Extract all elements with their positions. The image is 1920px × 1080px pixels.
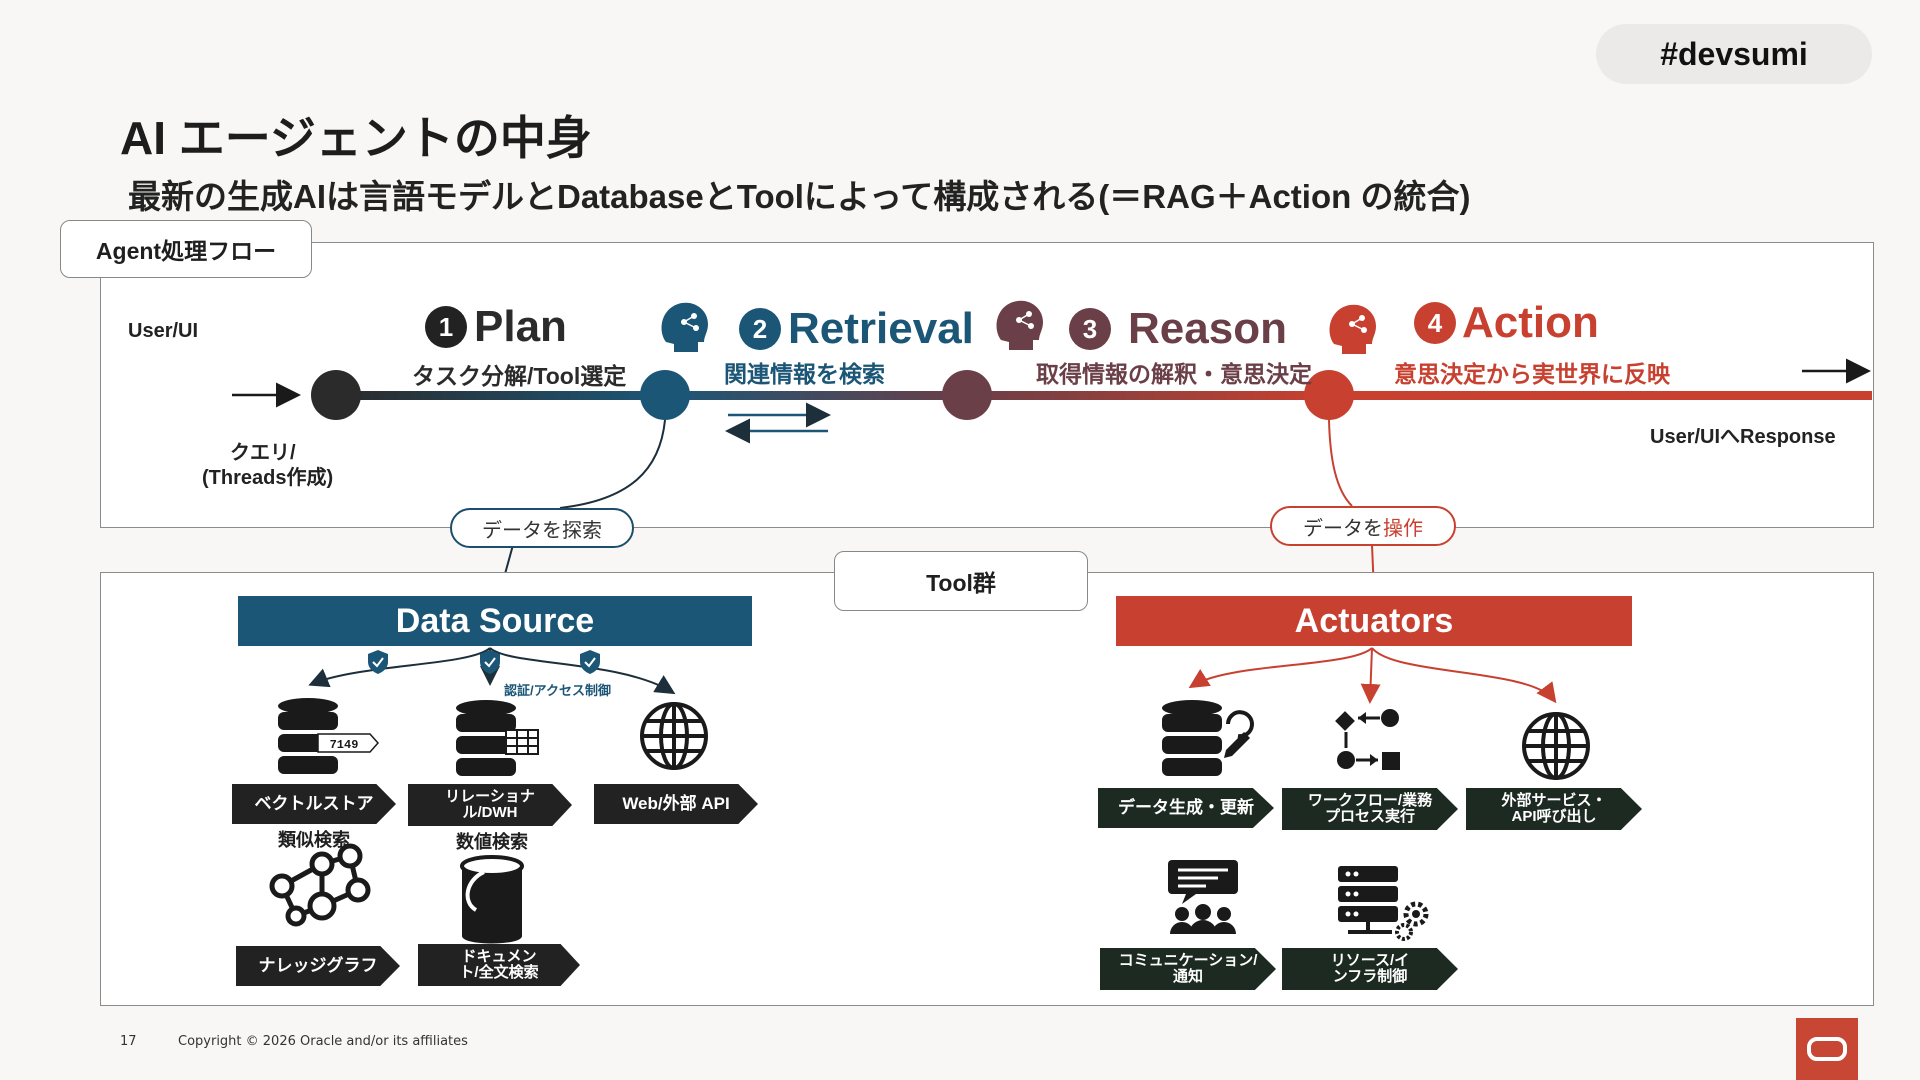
flow-node-retrieval (640, 370, 690, 420)
relational-label: リレーショナル/DWH (445, 787, 535, 821)
step-plan-sub: タスク分解/Tool選定 (412, 363, 627, 389)
oracle-logo-mark (1807, 1037, 1847, 1061)
communication-chip: コミュニケーション/通知 (1100, 948, 1276, 990)
auth-label: 認証/アクセス制御 (504, 683, 611, 698)
step-2-number: 2 (739, 308, 781, 350)
knowledge-graph-chip: ナレッジグラフ (236, 946, 400, 986)
actuators-header: Actuators (1116, 596, 1632, 646)
page-title: AI エージェントの中身 (120, 112, 592, 164)
act-branch-right (1371, 647, 1557, 704)
flow-node-action (1304, 370, 1354, 420)
copyright: Copyright © 2026 Oracle and/or its affil… (178, 1034, 468, 1049)
shield-icon (368, 650, 388, 674)
flow-line-plan (336, 391, 666, 400)
flow-line-reason (967, 391, 1329, 400)
vector-store-caption: 類似検索 (278, 830, 350, 850)
server-gear-icon (1338, 866, 1429, 941)
step-3-number: 3 (1069, 308, 1111, 350)
vector-store-chip: ベクトルストア (232, 784, 396, 824)
flow-line-action (1328, 391, 1872, 400)
shield-icon (580, 650, 600, 674)
ai-head-icon (661, 302, 708, 352)
step-1-number: 1 (425, 306, 467, 348)
flow-node-plan (311, 370, 361, 420)
step-reason-sub: 取得情報の解釈・意思決定 (1036, 361, 1312, 387)
tools-tab: Tool群 (834, 551, 1088, 611)
document-store-icon (460, 855, 524, 944)
globe-icon (640, 702, 708, 770)
operate-data-pill: データを操作 (1270, 506, 1456, 546)
ds-branch-right (489, 647, 676, 695)
workflow-label: ワークフロー/業務プロセス実行 (1307, 791, 1433, 825)
svg-text:1: 1 (439, 312, 453, 342)
shield-icon (480, 650, 500, 674)
knowledge-graph-icon (269, 843, 371, 927)
svg-text:3: 3 (1083, 314, 1097, 344)
flow-node-reason (942, 370, 992, 420)
step-retrieval-sub: 関連情報を検索 (724, 361, 885, 387)
svg-text:2: 2 (753, 314, 767, 344)
web-api-chip: Web/外部 API (594, 784, 758, 824)
data-update-chip: データ生成・更新 (1098, 788, 1274, 828)
document-search-label: ドキュメント/全文検索 (459, 947, 539, 981)
response-label: User/UIへResponse (1650, 426, 1836, 448)
step-4-number: 4 (1414, 302, 1456, 344)
page-subtitle: 最新の生成AIは言語モデルとDatabaseとToolによって構成される(＝RA… (128, 178, 1471, 215)
act-branch-mid (1360, 647, 1381, 704)
explore-data-pill: データを探索 (450, 508, 634, 548)
communication-label: コミュニケーション/通知 (1118, 951, 1258, 985)
step-reason-title: Reason (1128, 304, 1287, 353)
user-ui-label: User/UI (128, 320, 199, 342)
external-api-chip: 外部サービス・API呼び出し (1466, 788, 1642, 830)
relational-chip: リレーショナル/DWH (408, 784, 572, 826)
step-action-title: Action (1462, 298, 1599, 347)
communication-icon (1168, 860, 1238, 934)
page-number: 17 (120, 1034, 137, 1049)
operate-data-label: データを (1303, 517, 1383, 540)
agent-flow-tab: Agent処理フロー (60, 220, 312, 278)
step-retrieval-title: Retrieval (788, 304, 974, 353)
infra-control-chip: リソース/インフラ制御 (1282, 948, 1458, 990)
vector-tag-icon: 7149 (317, 733, 380, 753)
external-api-label: 外部サービス・API呼び出し (1501, 791, 1607, 825)
step-plan-title: Plan (474, 302, 567, 351)
operate-data-label-accent: 操作 (1383, 517, 1423, 540)
step-action-sub: 意思決定から実世界に反映 (1394, 361, 1670, 387)
relational-caption: 数値検索 (456, 832, 528, 852)
svg-text:7149: 7149 (330, 738, 359, 752)
ds-branch-left (308, 647, 491, 688)
explore-data-label: データを探索 (482, 519, 602, 542)
globe-icon (1522, 712, 1590, 780)
hashtag-badge: #devsumi (1596, 24, 1872, 84)
document-search-chip: ドキュメント/全文検索 (418, 944, 580, 986)
workflow-chip: ワークフロー/業務プロセス実行 (1282, 788, 1458, 830)
act-branch-left (1188, 647, 1373, 689)
svg-text:4: 4 (1428, 308, 1443, 338)
data-update-icon (1162, 700, 1254, 776)
flow-line-retrieval (664, 391, 969, 400)
query-label: クエリ/ (230, 442, 296, 464)
infra-control-label: リソース/インフラ制御 (1330, 951, 1410, 985)
ai-head-icon (996, 300, 1043, 350)
data-source-header: Data Source (238, 596, 752, 646)
ai-head-icon (1329, 304, 1376, 354)
oracle-logo (1796, 1018, 1858, 1080)
explore-connector (559, 419, 666, 509)
workflow-icon (1335, 709, 1400, 770)
relational-db-icon (456, 700, 539, 776)
operate-connector (1328, 419, 1353, 507)
query-sub-label: (Threads作成) (202, 467, 334, 489)
